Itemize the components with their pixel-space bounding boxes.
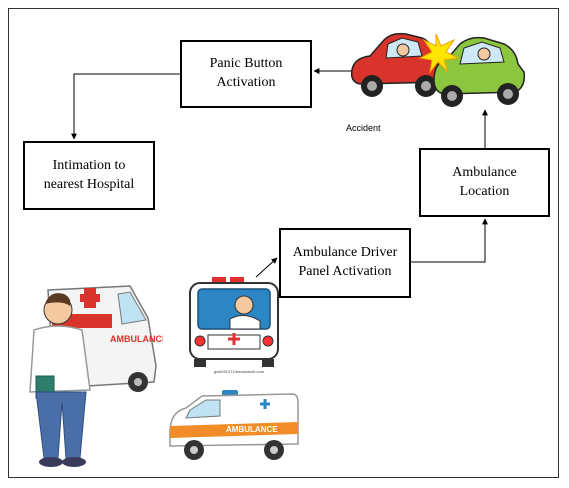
- arrow-ambulance-to-driver: [255, 257, 278, 278]
- intimation-box-label: Intimation to nearest Hospital: [43, 157, 135, 192]
- driver-box-label: Ambulance Driver Panel Activation: [292, 245, 398, 279]
- ambulance-image-watermark: gwd091371dreamstock.com: [214, 369, 265, 374]
- ambulance-location-box: Ambulance Location: [419, 148, 550, 217]
- intimation-hospital-box: Intimation to nearest Hospital: [23, 141, 155, 210]
- panic-box-label: Panic Button Activation: [209, 56, 283, 90]
- car-crash-illustration: [350, 32, 526, 107]
- ambulance-side-text: AMBULANCE: [110, 334, 163, 344]
- accident-label: Accident: [346, 123, 381, 133]
- doctor-with-ambulance-illustration: AMBULANCE: [29, 285, 163, 467]
- arrow-panic-to-intimation: [71, 73, 180, 140]
- panic-button-activation-box: Panic Button Activation: [180, 40, 312, 108]
- van-side-text: AMBULANCE: [226, 425, 278, 434]
- ambulance-van-illustration: AMBULANCE: [169, 390, 299, 460]
- ambulance-front-illustration: [189, 277, 279, 367]
- ambulance-driver-panel-box: Ambulance Driver Panel Activation: [279, 228, 411, 298]
- location-box-label: Ambulance Location: [452, 164, 517, 199]
- arrow-driver-to-location: [411, 218, 488, 263]
